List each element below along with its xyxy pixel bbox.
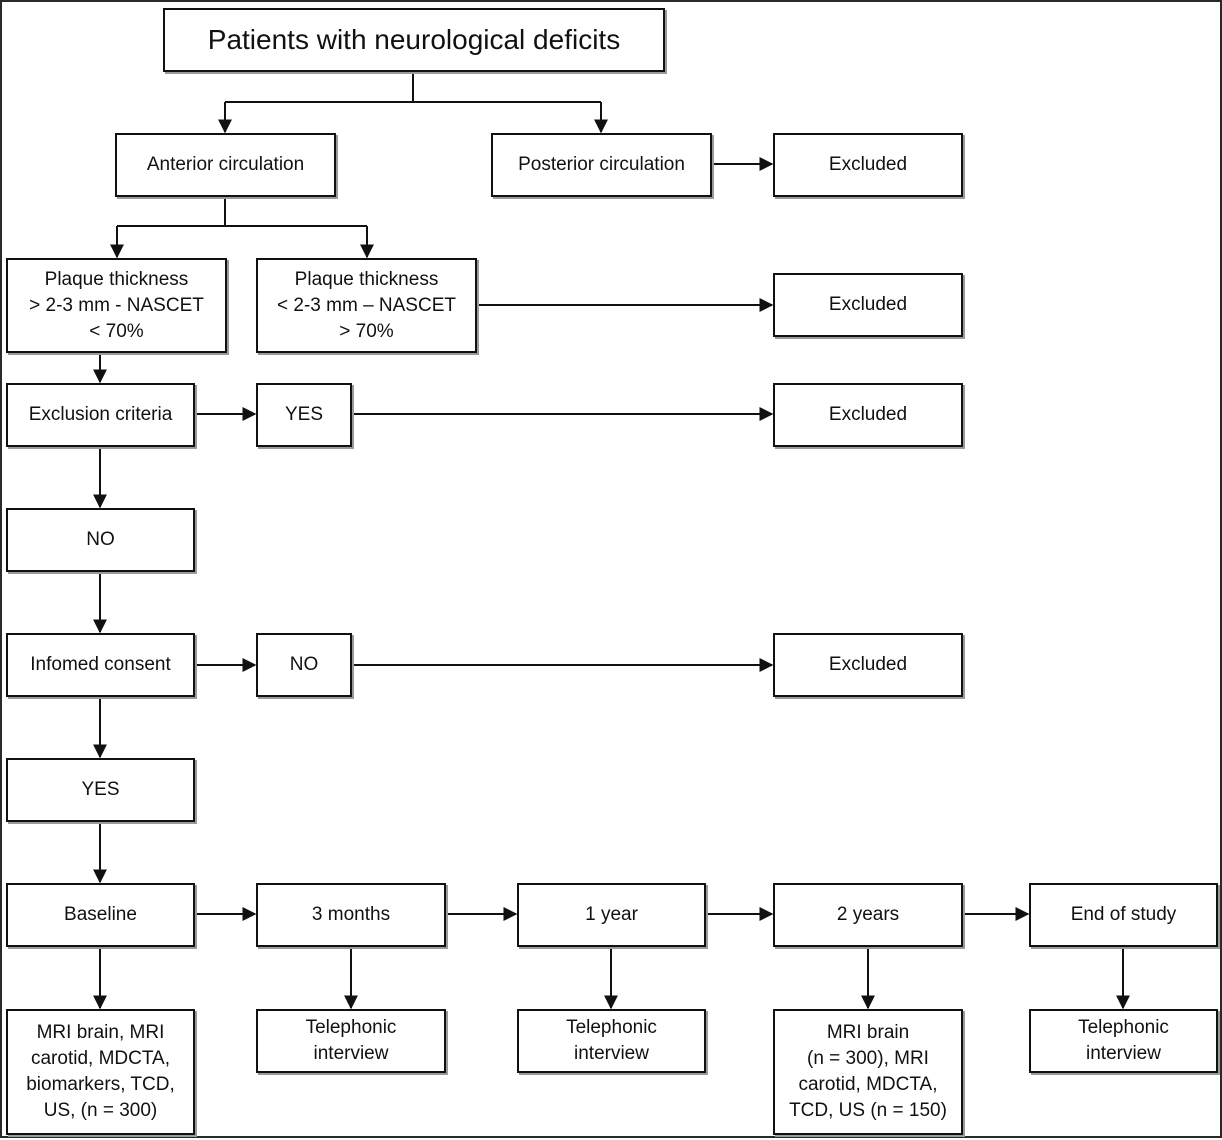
posterior-circulation-node: Posterior circulation: [491, 133, 712, 197]
two-years-tests-node: MRI brain (n = 300), MRI carotid, MDCTA,…: [773, 1009, 963, 1135]
one-year-node: 1 year: [517, 883, 706, 947]
connector-patients-split: [225, 72, 601, 103]
one-year-followup-node: Telephonic interview: [517, 1009, 706, 1073]
baseline-tests-node: MRI brain, MRI carotid, MDCTA, biomarker…: [6, 1009, 195, 1135]
exclusion-yes-node: YES: [256, 383, 352, 447]
baseline-node: Baseline: [6, 883, 195, 947]
connector-anterior-split: [117, 197, 367, 227]
excluded-plaque-node: Excluded: [773, 273, 963, 337]
end-followup-node: Telephonic interview: [1029, 1009, 1218, 1073]
exclusion-no-node: NO: [6, 508, 195, 572]
three-months-node: 3 months: [256, 883, 446, 947]
informed-consent-node: Infomed consent: [6, 633, 195, 697]
excluded-criteria-node: Excluded: [773, 383, 963, 447]
two-years-node: 2 years: [773, 883, 963, 947]
consent-yes-node: YES: [6, 758, 195, 822]
plaque-gt-node: Plaque thickness > 2-3 mm - NASCET < 70%: [6, 258, 227, 353]
plaque-lt-node: Plaque thickness < 2-3 mm – NASCET > 70%: [256, 258, 477, 353]
three-months-followup-node: Telephonic interview: [256, 1009, 446, 1073]
anterior-circulation-node: Anterior circulation: [115, 133, 336, 197]
consent-no-node: NO: [256, 633, 352, 697]
exclusion-criteria-node: Exclusion criteria: [6, 383, 195, 447]
excluded-posterior-node: Excluded: [773, 133, 963, 197]
end-of-study-node: End of study: [1029, 883, 1218, 947]
excluded-consent-node: Excluded: [773, 633, 963, 697]
patients-node: Patients with neurological deficits: [163, 8, 665, 72]
